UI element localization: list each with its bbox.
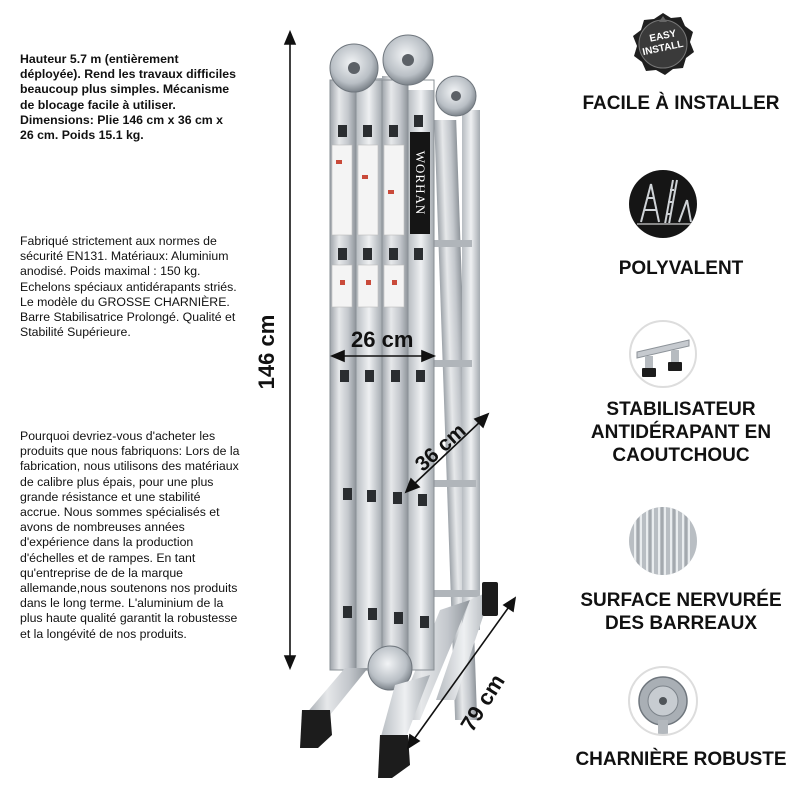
ladder-front-rails xyxy=(329,76,435,671)
height-dimension-label: 146 cm xyxy=(254,314,279,390)
feature-label-stabilizer: STABILISATEUR ANTIDÉRAPANT EN CAOUTCHOUC xyxy=(590,399,772,466)
specs-text: Fabriqué strictement aux normes de sécur… xyxy=(20,234,237,340)
feature-label-hinge: CHARNIÈRE ROBUSTE xyxy=(575,749,787,770)
feature-label-easy-install: FACILE À INSTALLER xyxy=(582,93,780,114)
width-dimension-label: 26 cm xyxy=(351,327,414,352)
brand-label: WORHAN xyxy=(413,150,428,216)
dimension-lines xyxy=(283,29,517,750)
feature-label-polyvalent: POLYVALENT xyxy=(618,258,744,279)
ladder-configurations-icon xyxy=(629,170,697,238)
stabilizer-foot-icon xyxy=(629,320,697,388)
top-hinges xyxy=(329,34,477,117)
summary-text: Hauteur 5.7 m (entièrement déployée). Re… xyxy=(20,52,236,143)
ladder-front-legs xyxy=(300,668,430,778)
hinge-icon xyxy=(628,666,698,736)
feature-label-ribbed-surface: SURFACE NERVURÉE DES BARREAUX xyxy=(580,590,782,634)
ribbed-surface-icon xyxy=(629,507,697,575)
why-text: Pourquoi devriez-vous d'acheter les prod… xyxy=(20,429,240,641)
easy-install-badge-icon: EASY INSTALL xyxy=(631,12,695,76)
